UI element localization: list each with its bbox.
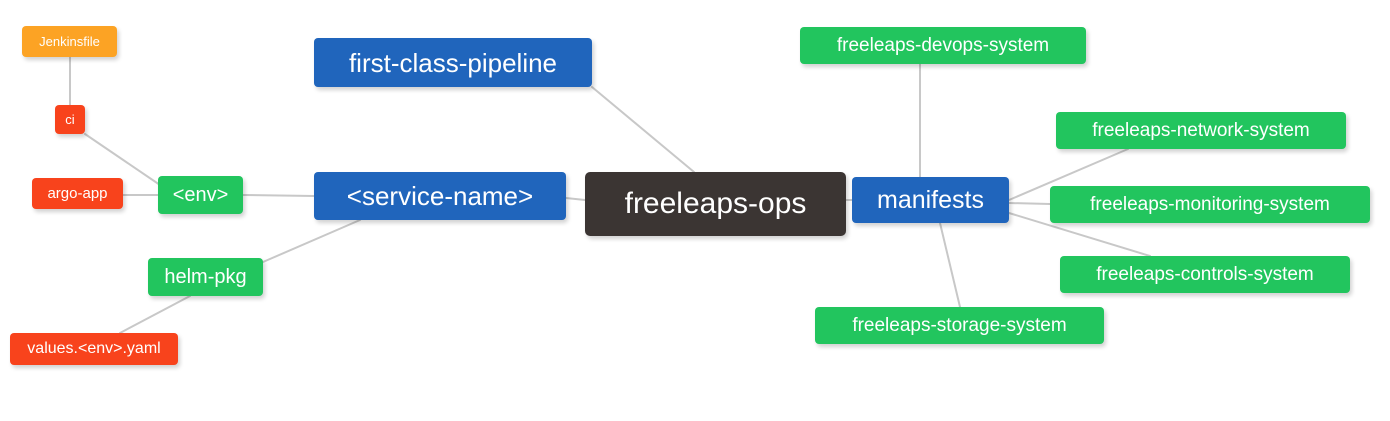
- edge-helm-pkg-to-values-yaml: [119, 295, 191, 334]
- node-first-class[interactable]: first-class-pipeline: [314, 38, 592, 87]
- node-ci[interactable]: ci: [55, 105, 85, 134]
- node-root[interactable]: freeleaps-ops: [585, 172, 846, 236]
- node-manifests[interactable]: manifests: [852, 177, 1009, 223]
- node-controls[interactable]: freeleaps-controls-system: [1060, 256, 1350, 293]
- edge-first-class-to-root: [591, 86, 695, 173]
- edge-manifests-to-monitoring: [1008, 202, 1051, 205]
- edge-service-name-to-root: [565, 197, 586, 201]
- node-network[interactable]: freeleaps-network-system: [1056, 112, 1346, 149]
- node-values-yaml[interactable]: values.<env>.yaml: [10, 333, 178, 365]
- node-jenkinsfile[interactable]: Jenkinsfile: [22, 26, 117, 57]
- node-storage[interactable]: freeleaps-storage-system: [815, 307, 1104, 344]
- edge-env-to-service-name: [242, 194, 315, 197]
- node-service-name[interactable]: <service-name>: [314, 172, 566, 220]
- edge-service-name-to-helm-pkg: [262, 219, 361, 263]
- node-helm-pkg[interactable]: helm-pkg: [148, 258, 263, 296]
- node-devops[interactable]: freeleaps-devops-system: [800, 27, 1086, 64]
- edge-manifests-to-storage: [939, 222, 961, 308]
- node-monitoring[interactable]: freeleaps-monitoring-system: [1050, 186, 1370, 223]
- node-env[interactable]: <env>: [158, 176, 243, 214]
- node-argo-app[interactable]: argo-app: [32, 178, 123, 209]
